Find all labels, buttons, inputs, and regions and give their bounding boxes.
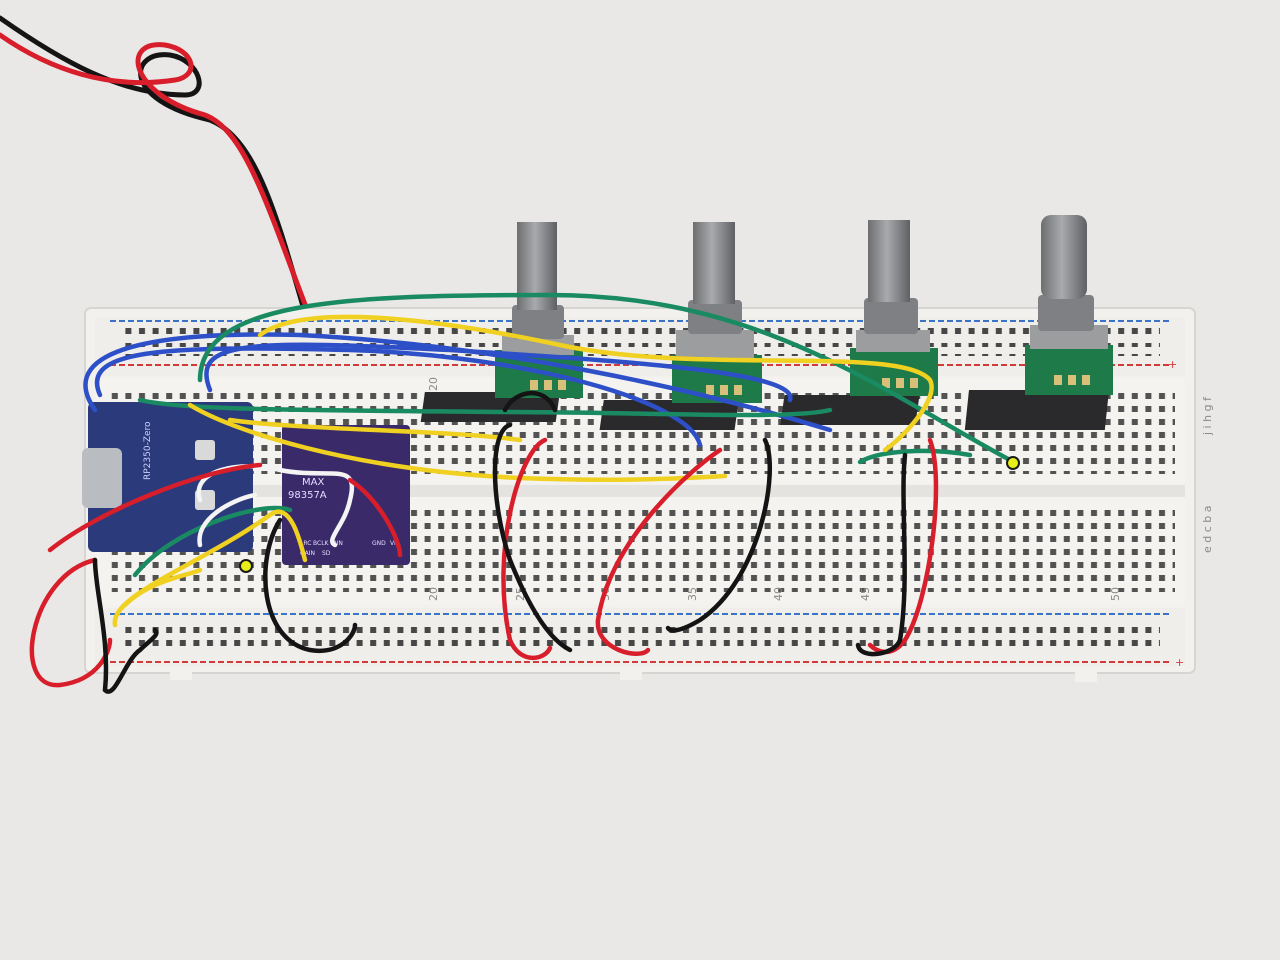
red-wire-encoder-2 [595,447,723,656]
amp-pin-vin: Vin [390,540,400,547]
amp-pin-gain: GAIN [300,550,315,557]
yellow-marker-left [239,559,253,573]
yellow-wire-5 [122,567,203,608]
black-wire-encoder-1-loop [502,390,558,413]
bottom-rail-plus-sign: + [1175,656,1184,669]
green-wire-2 [137,397,833,418]
row-number-20-top: 20 [427,377,440,391]
red-wire-3 [347,477,403,558]
black-wire-encoder-2 [665,437,773,633]
row-number-50: 50 [1109,587,1122,601]
black-wire-encoder-3 [855,452,908,657]
encoder-2[interactable] [599,222,762,430]
red-wire-1 [47,462,263,553]
amplifier-label-line1: MAX [302,477,324,488]
amp-pin-gnd: GND [372,540,386,547]
yellow-wire-3 [227,417,523,443]
amplifier-label-line2: 98357A [288,490,327,501]
row-number-45: 45 [859,587,872,601]
blue-wire-1 [83,332,833,433]
annotation-markers [239,456,1020,573]
microcontroller-silk-label: RP2350-Zero [143,421,153,480]
green-wire-4 [132,505,293,578]
usb-c-port[interactable] [82,448,122,508]
white-wire-2 [197,492,258,548]
amp-pin-din: DIN [332,540,343,547]
power-cable [0,15,348,408]
black-wire-ground [92,557,159,694]
jumper-wires [29,292,1013,694]
reset-button[interactable] [195,440,215,460]
blue-wire-3 [204,342,793,403]
amplifier-board: MAX 98357A LRC BCLK DIN GAIN SD GND Vin [282,425,410,565]
green-wire-long [197,292,1013,463]
red-wire-encoder-1 [501,437,553,661]
amp-pin-bclk: BCLK [313,540,330,547]
encoder-3[interactable] [780,220,938,425]
top-rail-plus-sign: + [1168,358,1177,371]
amp-pin-lrc: LRC [300,540,311,547]
row-letters-top: j i h g f [1201,396,1214,436]
row-number-35: 35 [686,587,699,601]
black-wire-encoder-1 [492,422,573,653]
black-wire-amp [263,517,358,654]
yellow-marker-right [1006,456,1020,470]
row-number-40: 40 [772,587,785,601]
row-number-20-bottom: 20 [427,587,440,601]
encoder-4[interactable] [964,215,1113,430]
row-letters-bottom: e d c b a [1201,505,1214,553]
amp-pin-sd: SD [322,550,331,557]
yellow-wire-2 [257,314,934,453]
green-wire-3 [857,448,973,465]
blue-wire-2 [94,346,703,448]
